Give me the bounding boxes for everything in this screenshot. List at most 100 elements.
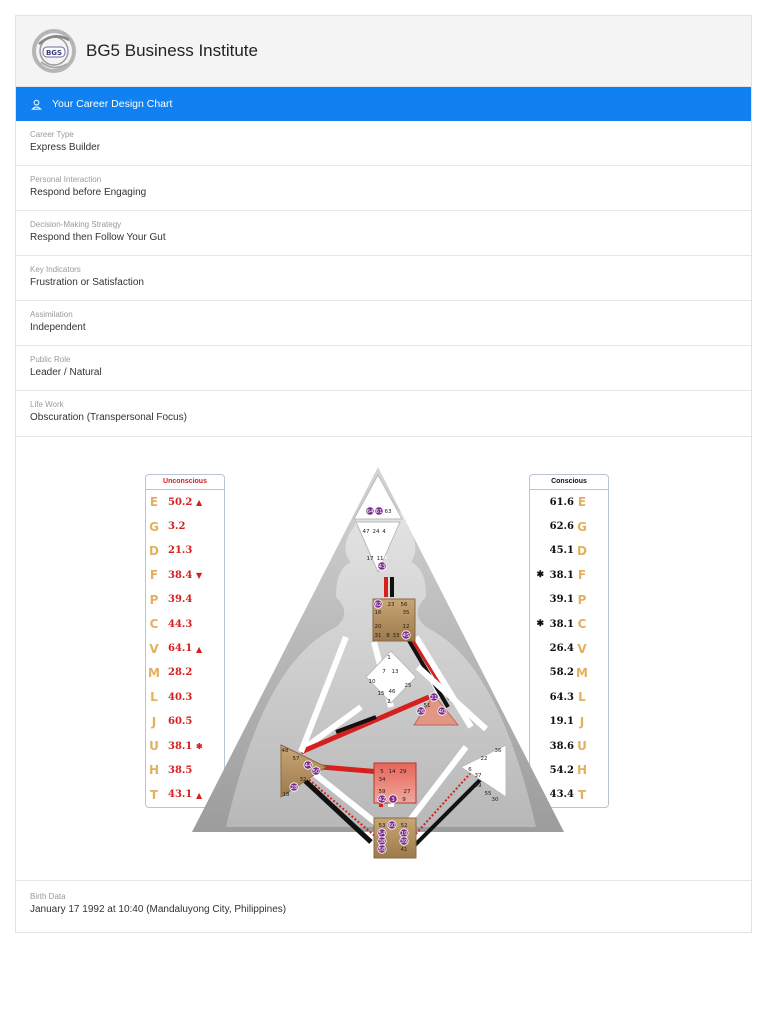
app-title: BG5 Business Institute — [86, 41, 258, 60]
ajna-center — [355, 521, 401, 574]
section-title: Your Career Design Chart — [52, 98, 173, 110]
gate-number: 11 — [377, 556, 384, 562]
activation-value: 58.2 — [549, 667, 574, 679]
gate-number: 37 — [475, 773, 482, 779]
activation-mark: ✱ — [196, 741, 203, 752]
gate-number: 30 — [492, 797, 499, 803]
field-value: Frustration or Satisfaction — [30, 277, 144, 288]
gate-number: 51 — [424, 703, 431, 709]
gate-number: 19 — [401, 831, 408, 837]
gate-active-marker — [416, 706, 426, 716]
field-value: Respond then Follow Your Gut — [30, 232, 166, 243]
gate-number: 14 — [389, 769, 396, 775]
app-header: BGS BG5 Business Institute — [16, 16, 751, 87]
activation-letter: V — [577, 641, 587, 656]
activation-letter: F — [577, 568, 587, 583]
gate-number: 58 — [379, 847, 386, 853]
gate-number: 3 — [391, 797, 395, 803]
field-label: Assimilation — [30, 310, 73, 319]
activation-letter: D — [577, 543, 587, 558]
gate-number: 1 — [387, 655, 391, 661]
activation-mark: ▲ — [196, 643, 203, 654]
activation-letter: H — [576, 763, 588, 778]
gate-number: 36 — [495, 748, 502, 754]
gate-active-marker — [365, 506, 375, 516]
activation-letter: E — [577, 495, 587, 510]
activation-value: 38.5 — [168, 764, 193, 776]
activation-mark: ▲ — [196, 789, 203, 800]
gate-number: 38 — [379, 839, 386, 845]
gate-number: 6 — [468, 767, 472, 773]
activation-value: 38.1 — [168, 740, 193, 752]
activation-letter: U — [577, 739, 587, 754]
activation-letter: T — [149, 787, 159, 802]
gate-active-marker — [388, 794, 398, 804]
activation-letter: P — [577, 592, 587, 607]
gate-number: 62 — [375, 602, 382, 608]
activation-letter: U — [149, 739, 159, 754]
gate-number: 18 — [283, 792, 290, 798]
gate-number: 13 — [392, 669, 399, 675]
gate-number: 2 — [387, 699, 391, 705]
activation-mark: ✱ — [536, 570, 544, 581]
activation-letter: C — [577, 617, 587, 632]
unconscious-row: H 38.5 — [146, 758, 224, 782]
gate-number: 24 — [373, 529, 380, 535]
activation-value: 38.1 — [549, 618, 574, 630]
gate-number: 5 — [380, 769, 384, 775]
gate-number: 50 — [313, 769, 320, 775]
gate-number: 28 — [291, 785, 298, 791]
activation-letter: G — [149, 519, 159, 534]
activation-letter: H — [148, 763, 160, 778]
career-chart-card: BGS BG5 Business Institute Your Career D… — [15, 15, 752, 933]
gate-active-marker — [399, 836, 409, 846]
gate-number: 41 — [401, 847, 408, 853]
activation-letter: J — [151, 714, 157, 729]
activation-letter: P — [149, 592, 159, 607]
gate-active-marker — [374, 506, 384, 516]
gate-number: 23 — [388, 602, 395, 608]
activation-value: 54.2 — [549, 764, 574, 776]
gate-number: 31 — [375, 633, 382, 639]
activation-value: 61.6 — [549, 496, 574, 508]
gate-number: 61 — [376, 509, 383, 515]
activation-mark: ▼ — [196, 570, 203, 581]
gate-number: 22 — [481, 756, 488, 762]
gate-number: 48 — [282, 748, 289, 754]
gate-number: 45 — [403, 633, 410, 639]
field-value: Independent — [30, 322, 86, 333]
gate-number: 40 — [439, 709, 446, 715]
gate-active-marker — [401, 630, 411, 640]
activation-value: 45.1 — [549, 545, 574, 557]
activation-value: 43.4 — [549, 789, 574, 801]
gate-number: 25 — [405, 683, 412, 689]
activation-mark: ▲ — [196, 497, 203, 508]
birth-data: Birth Data January 17 1992 at 10:40 (Man… — [16, 881, 751, 915]
gate-number: 10 — [369, 679, 376, 685]
gate-number: 9 — [402, 797, 406, 803]
field-value: Express Builder — [30, 142, 101, 153]
gate-number: 35 — [403, 610, 410, 616]
gate-number: 20 — [375, 624, 382, 630]
activation-value: 19.1 — [549, 716, 574, 728]
activation-value: 28.2 — [168, 667, 193, 679]
field-label: Key Indicators — [30, 265, 81, 274]
